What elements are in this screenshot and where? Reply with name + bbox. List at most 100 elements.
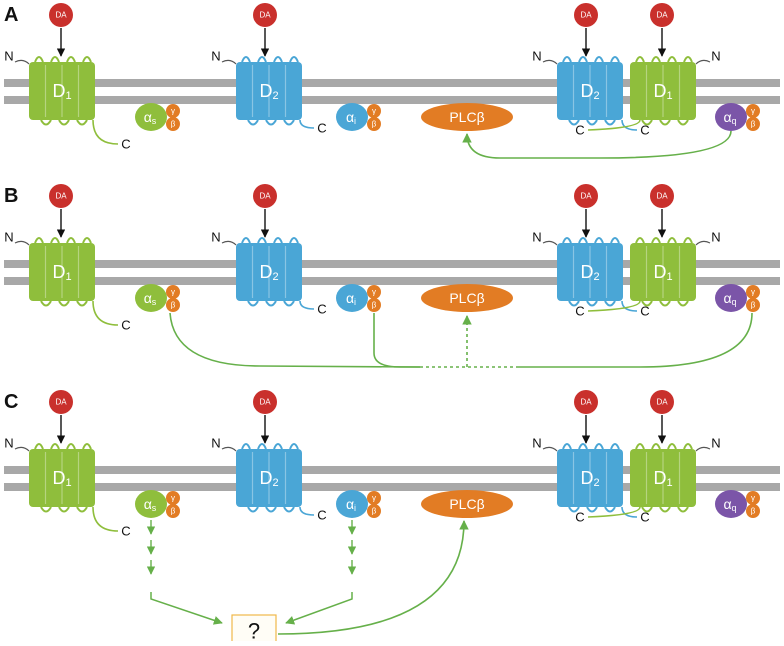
g-beta-label: β bbox=[171, 507, 176, 516]
n-terminus-tail bbox=[14, 446, 30, 452]
d2-receptor: D2 bbox=[236, 237, 302, 307]
g-alpha-label: αs bbox=[144, 109, 157, 126]
n-terminus-label: N bbox=[211, 436, 220, 451]
extracellular-loops bbox=[34, 443, 92, 450]
dopamine-label: DA bbox=[580, 11, 592, 20]
g-gamma-label: γ bbox=[372, 494, 376, 503]
c-terminus-tail bbox=[92, 119, 119, 145]
n-terminus-tail bbox=[542, 240, 558, 246]
dopamine-ligand-icon bbox=[574, 3, 598, 27]
c-terminus-tail bbox=[587, 300, 641, 312]
d1-receptor-heteromer: D1 bbox=[630, 237, 696, 307]
d1-receptor-heteromer: D1 bbox=[630, 56, 696, 126]
g-alpha-label: αi bbox=[346, 109, 356, 126]
c-terminus-label: C bbox=[121, 137, 130, 152]
d1-receptor: D1 bbox=[29, 237, 95, 307]
g-alpha-label: αq bbox=[723, 109, 736, 126]
g-gamma-subunit bbox=[746, 491, 760, 505]
c-terminus-tail bbox=[621, 119, 638, 131]
g-beta-subunit bbox=[367, 504, 381, 518]
receptor-label: D1 bbox=[653, 262, 672, 283]
dopamine-label: DA bbox=[55, 11, 67, 20]
g-beta-label: β bbox=[171, 301, 176, 310]
d2-receptor-heteromer: D2 bbox=[557, 237, 623, 307]
n-terminus-tail bbox=[221, 240, 237, 246]
g-beta-label: β bbox=[751, 120, 756, 129]
receptor-body bbox=[557, 449, 623, 507]
c-terminus-label: C bbox=[121, 524, 130, 539]
intracellular-loops bbox=[40, 119, 88, 126]
n-terminus-label: N bbox=[4, 436, 13, 451]
g-beta-label: β bbox=[171, 120, 176, 129]
dopamine-ligand-icon bbox=[49, 184, 73, 208]
dopamine-ligand-icon bbox=[650, 184, 674, 208]
receptor-label: D2 bbox=[580, 468, 599, 489]
dopamine-ligand-icon bbox=[253, 184, 277, 208]
receptor-label: D2 bbox=[259, 262, 278, 283]
g-beta-label: β bbox=[372, 507, 377, 516]
dopamine-ligand-icon bbox=[574, 184, 598, 208]
receptor-body bbox=[557, 243, 623, 301]
receptor-body bbox=[236, 449, 302, 507]
intracellular-loops bbox=[641, 506, 689, 513]
g-gamma-subunit bbox=[746, 104, 760, 118]
d1-receptor: D1 bbox=[29, 56, 95, 126]
d2-receptor-heteromer: D2 bbox=[557, 443, 623, 513]
panel-letter: A bbox=[4, 4, 18, 26]
dopamine-label: DA bbox=[580, 192, 592, 201]
intracellular-loops bbox=[247, 506, 295, 513]
extracellular-loops bbox=[562, 56, 620, 63]
d1-receptor: D1 bbox=[29, 443, 95, 513]
extracellular-loops bbox=[34, 56, 92, 63]
g-alpha-subunit bbox=[336, 490, 368, 518]
plc-beta-label: PLCβ bbox=[449, 290, 484, 306]
n-terminus-tail bbox=[221, 59, 237, 65]
extracellular-loops bbox=[241, 56, 299, 63]
g-alpha-subunit bbox=[715, 490, 747, 518]
n-terminus-tail bbox=[695, 240, 711, 246]
intracellular-loops bbox=[568, 506, 616, 513]
membrane-inner-leaflet bbox=[4, 277, 780, 285]
d2-receptor: D2 bbox=[236, 443, 302, 513]
n-terminus-label: N bbox=[711, 230, 720, 245]
dopamine-ligand-icon bbox=[574, 390, 598, 414]
membrane-outer-leaflet bbox=[4, 260, 780, 268]
g-gamma-label: γ bbox=[372, 288, 376, 297]
c-terminus-tail bbox=[92, 506, 119, 532]
extracellular-loops bbox=[635, 237, 693, 244]
g-gamma-subunit bbox=[367, 285, 381, 299]
receptor-label: D2 bbox=[259, 81, 278, 102]
c-terminus-tail bbox=[299, 119, 315, 129]
g-beta-subunit bbox=[746, 298, 760, 312]
c-terminus-label: C bbox=[575, 510, 584, 525]
gs-to-unknown-arrow bbox=[150, 592, 223, 625]
dopamine-label: DA bbox=[55, 192, 67, 201]
receptor-body bbox=[630, 449, 696, 507]
dopamine-ligand-icon bbox=[650, 390, 674, 414]
g-beta-subunit bbox=[166, 298, 180, 312]
intracellular-loops bbox=[568, 119, 616, 126]
g-gamma-subunit bbox=[746, 285, 760, 299]
gq-to-plc-arrow bbox=[462, 130, 732, 159]
n-terminus-tail bbox=[695, 59, 711, 65]
c-terminus-tail bbox=[587, 506, 641, 518]
intracellular-loops bbox=[40, 300, 88, 307]
panel-letter: C bbox=[4, 391, 18, 413]
intracellular-loops bbox=[641, 300, 689, 307]
g-beta-label: β bbox=[751, 507, 756, 516]
extracellular-loops bbox=[635, 56, 693, 63]
n-terminus-tail bbox=[221, 446, 237, 452]
n-terminus-label: N bbox=[4, 230, 13, 245]
receptor-label: D1 bbox=[52, 468, 71, 489]
extracellular-loops bbox=[562, 443, 620, 450]
dopamine-label: DA bbox=[259, 398, 271, 407]
extracellular-loops bbox=[562, 237, 620, 244]
g-beta-label: β bbox=[372, 120, 377, 129]
